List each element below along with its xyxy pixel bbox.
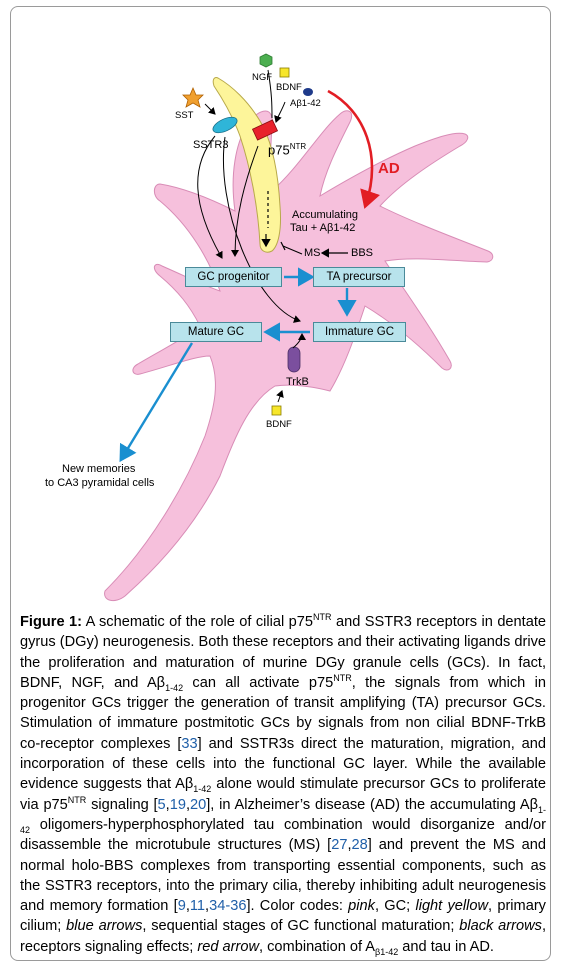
ngf-label: NGF: [252, 72, 273, 83]
bdnf-square-bottom: [271, 405, 282, 416]
caption-segment: ,: [185, 796, 191, 813]
citation-link[interactable]: 28: [351, 837, 368, 854]
caption-segment: black arrows: [459, 918, 542, 935]
ms-label: MS: [304, 247, 321, 259]
caption-segment: , sequential stages of GC functional mat…: [142, 918, 460, 935]
caption-segment: ,: [347, 837, 352, 854]
caption-segment: ,: [165, 796, 170, 813]
bdnf-bottom-label: BDNF: [266, 419, 292, 430]
sstr3-label: SSTR3: [193, 139, 229, 151]
ngf-hexagon: [259, 53, 273, 68]
caption-segment: , receptors signaling effects;: [20, 918, 546, 955]
p75-receptor: [251, 119, 279, 141]
citation-link[interactable]: 5: [157, 796, 166, 813]
caption-segment: blue arrows: [66, 918, 143, 935]
caption-segment: ], in Alzheimer’s disease (AD) the accum…: [206, 796, 538, 813]
caption-label: Figure 1:: [20, 614, 83, 630]
caption-segment: ]. Color codes:: [246, 898, 349, 915]
sstr3-receptor: [212, 116, 238, 134]
caption-segment: 1-42: [165, 682, 184, 693]
p75-label: p75NTR: [268, 142, 307, 158]
citation-link[interactable]: 9: [177, 898, 186, 915]
memories-line-1: New memories: [62, 463, 136, 475]
bdnf-square-top: [279, 67, 290, 78]
caption-segment: red arrow: [197, 938, 260, 955]
caption-segment: pink: [348, 898, 375, 915]
citation-link[interactable]: 19: [169, 796, 186, 813]
caption-segment: signaling [: [86, 796, 158, 813]
figure-caption: Figure 1: A schematic of the role of cil…: [20, 612, 546, 957]
diagram-canvas: [104, 53, 494, 602]
caption-segment: , the signals from which in progenitor G…: [20, 674, 546, 752]
accumulating-line-2: Tau + Aβ1-42: [290, 222, 356, 234]
neurogenesis-diagram: NGF BDNF Aβ1-42 SST SSTR3 p75NTR AD Accu…: [10, 6, 551, 606]
trkb-receptor: [287, 346, 301, 373]
caption-segment: and SSTR3 receptors in dentate gyrus (DG…: [20, 614, 547, 691]
caption-segment: ] and prevent the MS and normal holo-BBS…: [20, 837, 546, 915]
box-gc-progenitor: GC progenitor: [185, 267, 282, 287]
caption-segment: NTR: [67, 794, 87, 805]
bdnf-top-label: BDNF: [276, 82, 302, 93]
box-mature-gc: Mature GC: [170, 322, 262, 342]
caption-segment: oligomers-hyperphosphorylated tau combin…: [20, 816, 546, 854]
sst-label: SST: [175, 110, 194, 121]
caption-segment: ,: [185, 898, 190, 915]
citation-link[interactable]: 11: [189, 898, 206, 915]
caption-segment: and tau in AD.: [398, 938, 494, 955]
sst-star: [182, 86, 204, 108]
caption-segment: NTR: [313, 612, 332, 623]
caption-segment: alone would stimulate precursor GCs to p…: [20, 776, 546, 813]
caption-segment: , combination of A: [259, 938, 376, 955]
abeta-dot: [303, 88, 313, 96]
trkb-label: TrkB: [286, 376, 309, 388]
citation-link[interactable]: 20: [190, 796, 207, 813]
caption-segment: light yellow: [415, 898, 489, 915]
caption-segment: 1-42: [193, 784, 212, 795]
memories-line-2: to CA3 pyramidal cells: [45, 477, 155, 489]
caption-segment: can all activate p75: [183, 674, 334, 691]
citation-link[interactable]: 34-36: [209, 898, 247, 915]
caption-segment: ] and SSTR3s direct the maturation, migr…: [20, 735, 546, 793]
ad-label: AD: [378, 160, 400, 177]
citation-link[interactable]: 27: [331, 837, 348, 854]
caption-segment: NTR: [333, 673, 352, 684]
accumulating-line-1: Accumulating: [292, 209, 359, 221]
box-ta-precursor: TA precursor: [313, 267, 405, 287]
caption-body: A schematic of the role of cilial p75NTR…: [20, 612, 547, 957]
caption-segment: 1-42: [20, 804, 546, 835]
figure-frame: [10, 6, 551, 961]
caption-segment: , primary cilium;: [20, 898, 546, 935]
abeta-label: Aβ1-42: [290, 98, 321, 109]
caption-segment: β1-42: [375, 946, 399, 957]
citation-link[interactable]: 33: [181, 735, 198, 752]
ad-arrow: [327, 89, 380, 209]
caption-segment: ,: [205, 898, 210, 915]
bbs-label: BBS: [351, 247, 374, 259]
box-immature-gc: Immature GC: [313, 322, 406, 342]
caption-segment: , GC;: [374, 898, 416, 915]
caption-segment: A schematic of the role of cilial p75: [82, 614, 314, 630]
